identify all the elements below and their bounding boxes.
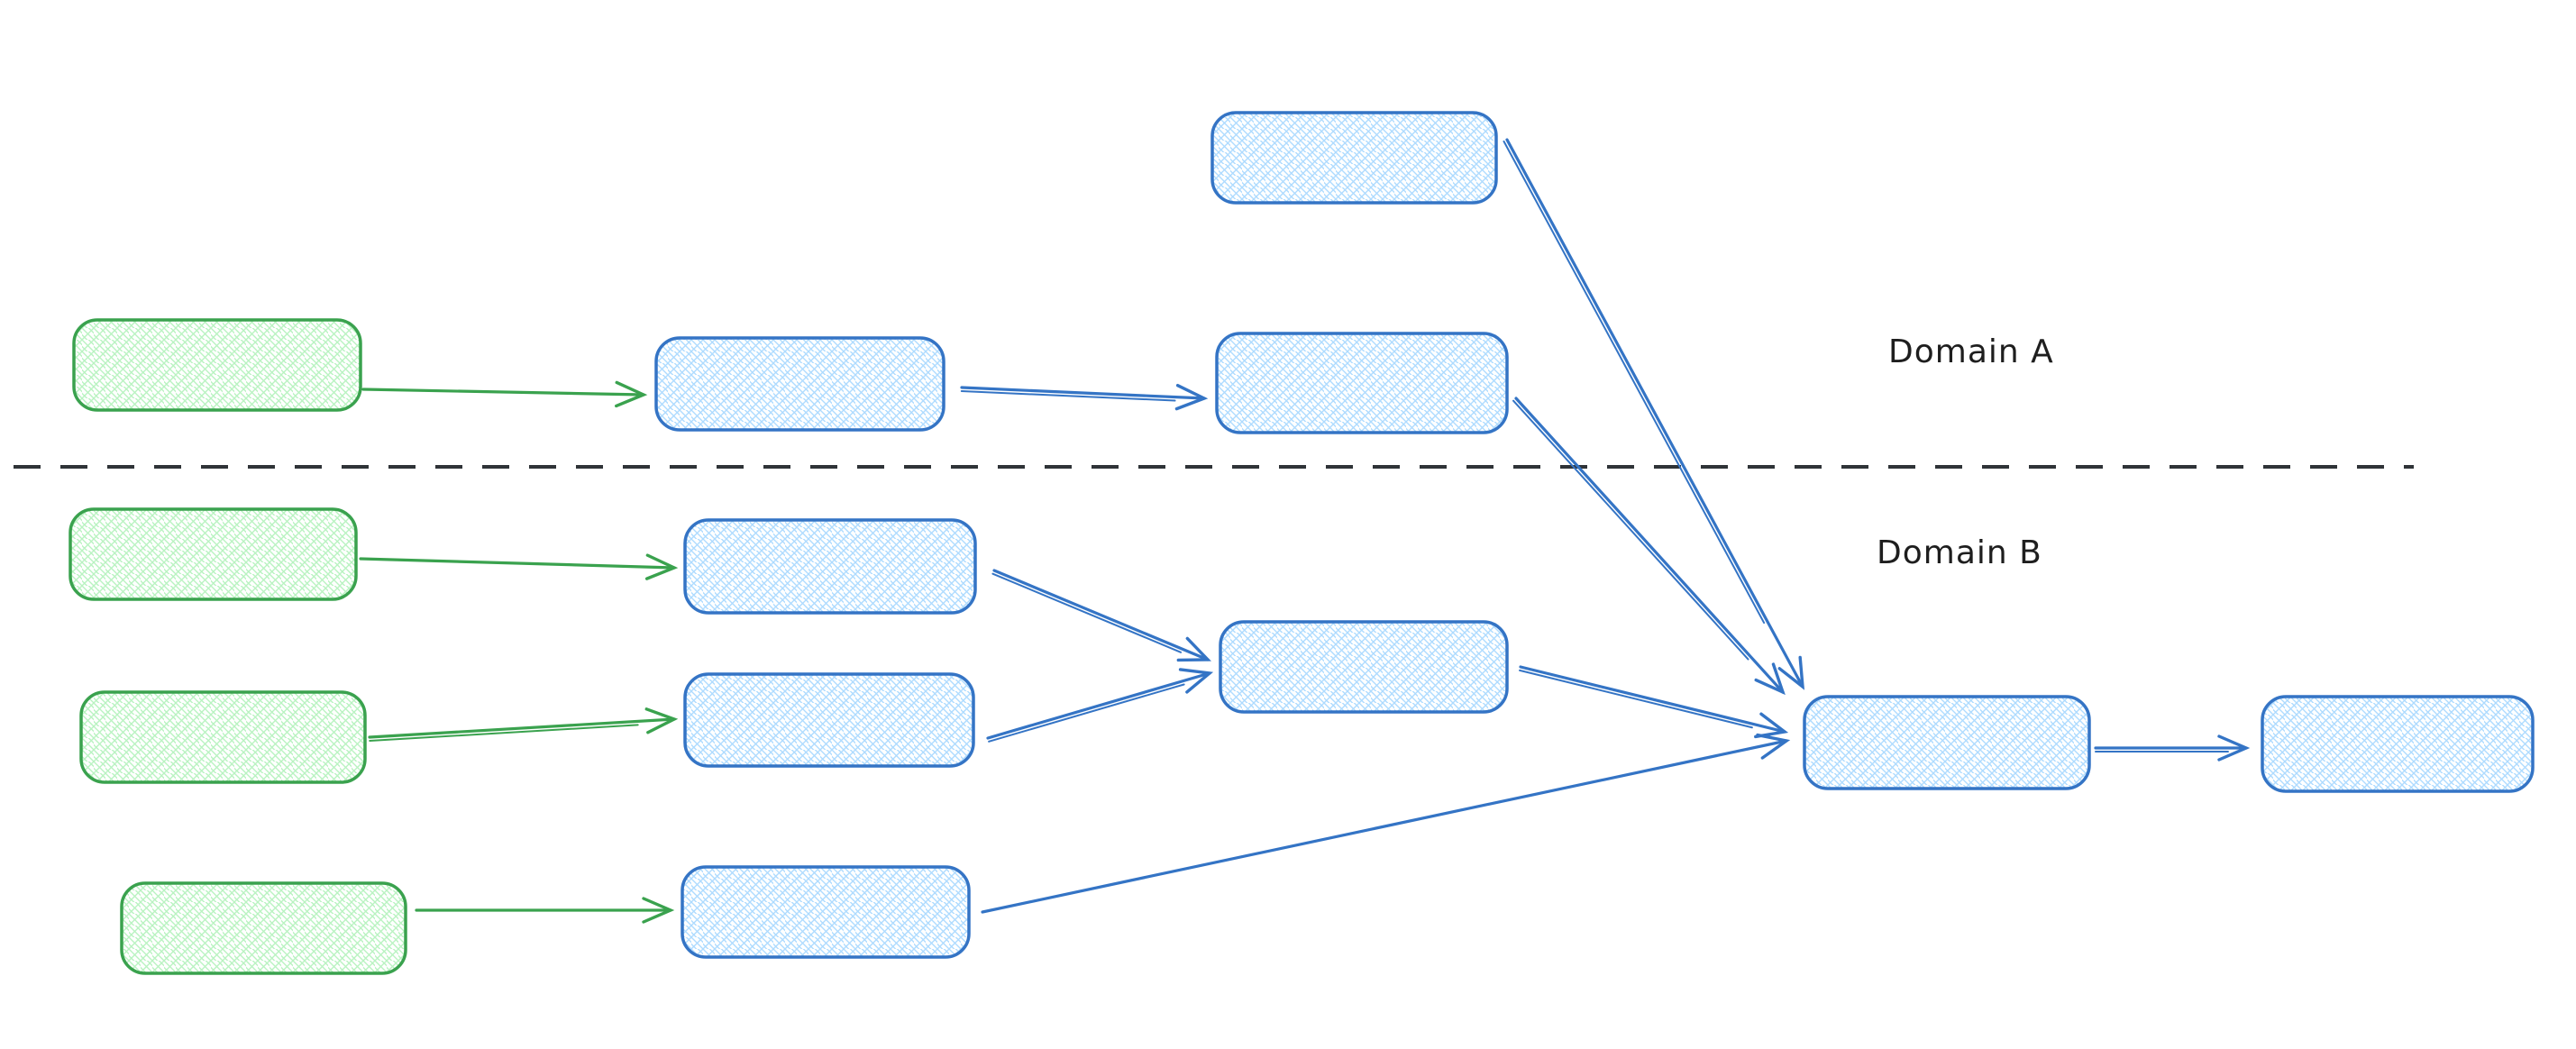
node-converge: [1803, 695, 2091, 790]
node-source-b3: [120, 881, 407, 975]
node-b-mid: [1219, 620, 1509, 714]
edge-ghost-stroke: [991, 572, 1183, 653]
edge-b-mid-to-converge: [1519, 665, 1789, 739]
node-a2: [1215, 332, 1509, 434]
node-b2: [683, 672, 975, 768]
edge-b3-to-converge: [981, 733, 1791, 914]
node-top-blue: [1210, 111, 1498, 205]
edge-b2-to-b-mid: [986, 668, 1214, 743]
edge-line: [960, 383, 1209, 411]
node-b3: [681, 865, 971, 959]
node-final: [2261, 695, 2535, 793]
edge-line: [1505, 138, 1805, 690]
edge-a1-to-a2: [960, 383, 1209, 411]
edge-line: [992, 569, 1211, 662]
domain-a-label: Domain A: [1888, 333, 2054, 370]
edge-ghost-stroke: [1519, 669, 1753, 729]
edge-top-blue-to-converge: [1503, 138, 1805, 690]
edge-ghost-stroke: [988, 683, 1185, 743]
edge-line: [368, 707, 679, 739]
edge-source-b1-to-b1: [359, 553, 679, 580]
edge-line: [361, 380, 648, 408]
edge-b1-to-b-mid: [991, 569, 1211, 662]
edge-line: [1514, 397, 1786, 696]
edge-ghost-stroke: [369, 724, 639, 742]
edge-ghost-stroke: [1503, 140, 1766, 625]
node-source-b1: [69, 507, 358, 601]
node-b1: [683, 518, 977, 615]
edge-ghost-stroke: [960, 389, 1176, 402]
edge-line: [1519, 665, 1789, 739]
edge-source-b2-to-b2: [368, 707, 679, 742]
domain-b-label: Domain B: [1877, 534, 2042, 571]
edge-source-a-to-a1: [361, 380, 648, 408]
edge-converge-to-final: [2094, 734, 2251, 762]
edge-a2-to-converge: [1512, 397, 1786, 696]
node-source-a: [72, 318, 362, 412]
edge-line: [981, 733, 1791, 914]
node-a1: [654, 336, 945, 432]
edge-ghost-stroke: [1512, 399, 1749, 661]
edge-line: [359, 553, 679, 580]
edge-line: [986, 668, 1214, 740]
node-source-b2: [79, 690, 367, 784]
